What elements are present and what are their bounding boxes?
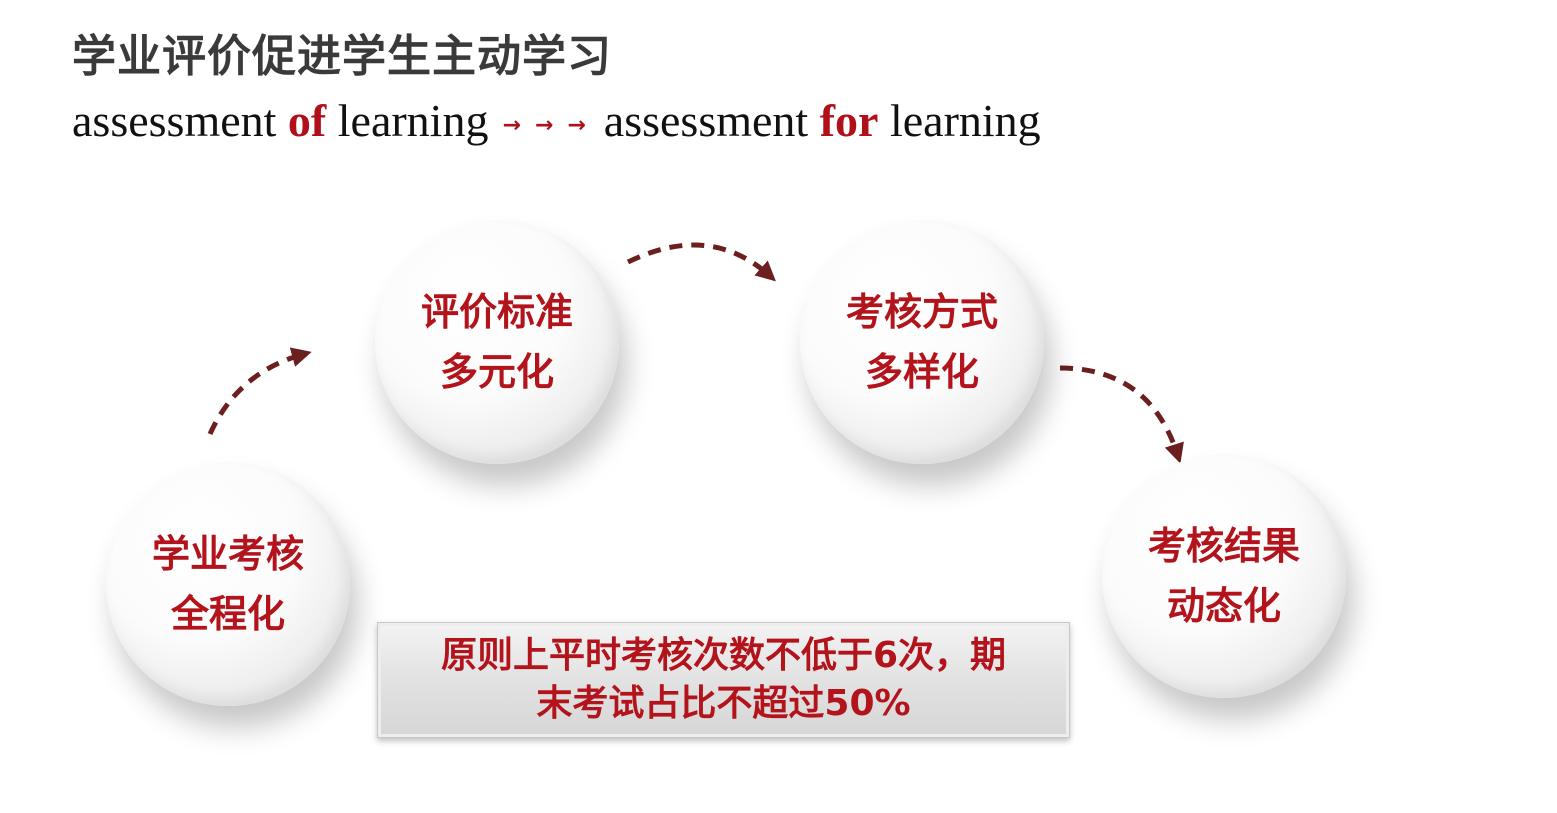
node-assessment-whole-process: 学业考核 全程化 <box>106 462 350 706</box>
page-title: 学业评价促进学生主动学习 <box>72 31 612 82</box>
flow-arrow-1 <box>207 347 312 436</box>
flow-arrow-3 <box>1059 365 1184 464</box>
node-label: 全程化 <box>170 592 285 636</box>
principle-note-box: 原则上平时考核次数不低于6次，期 末考试占比不超过50% <box>377 622 1070 738</box>
node-assessment-method-varied: 考核方式 多样化 <box>800 220 1044 464</box>
subtitle: assessment of learning→→→assessment for … <box>72 94 1041 147</box>
subtitle-for: for <box>819 95 879 146</box>
node-assessment-result-dynamic: 考核结果 动态化 <box>1102 454 1346 698</box>
note-line-2: 末考试占比不超过50% <box>536 683 911 724</box>
subtitle-of: of <box>287 95 327 146</box>
node-label: 多样化 <box>864 350 979 394</box>
subtitle-learning-2: learning <box>889 95 1041 146</box>
node-evaluation-standard-diverse: 评价标准 多元化 <box>375 220 619 464</box>
node-label: 学业考核 <box>151 532 304 576</box>
node-label: 评价标准 <box>420 290 573 334</box>
node-label: 考核结果 <box>1147 524 1300 568</box>
subtitle-assessment-2: assessment <box>603 95 809 146</box>
node-label: 多元化 <box>439 350 554 394</box>
subtitle-arrows: →→→ <box>502 112 600 138</box>
flow-arrow-2 <box>626 242 776 282</box>
subtitle-assessment-1: assessment <box>72 95 277 146</box>
node-label: 动态化 <box>1166 584 1281 628</box>
subtitle-learning-1: learning <box>337 95 489 146</box>
node-label: 考核方式 <box>845 290 998 334</box>
note-line-1: 原则上平时考核次数不低于6次，期 <box>440 635 1007 676</box>
